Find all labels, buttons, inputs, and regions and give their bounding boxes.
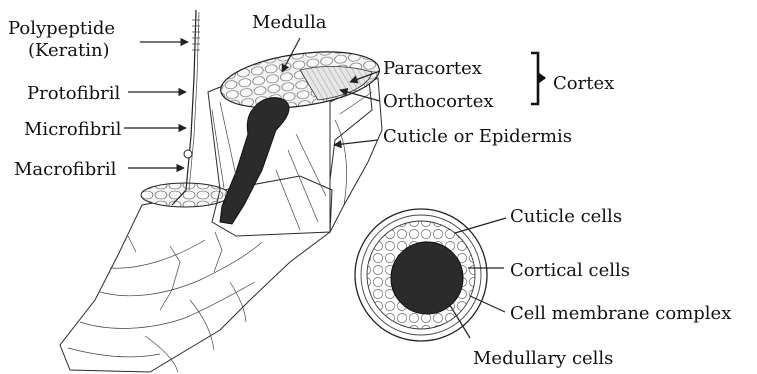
label-macrofibril: Macrofibril <box>14 159 117 180</box>
label-cortex: Cortex <box>553 73 614 94</box>
hair-fiber-drawing <box>60 10 383 372</box>
label-medullary-cells: Medullary cells <box>473 348 613 369</box>
label-cortical-cells: Cortical cells <box>510 260 630 281</box>
label-protofibril: Protofibril <box>27 83 121 104</box>
medulla-disc <box>391 242 463 314</box>
label-medulla: Medulla <box>252 12 327 33</box>
label-keratin: (Keratin) <box>28 40 110 61</box>
medulla-core <box>220 98 289 224</box>
fibril-strand <box>172 10 196 205</box>
cuticle-band <box>330 78 382 232</box>
label-cell-membrane-complex: Cell membrane complex <box>510 303 731 324</box>
label-polypeptide: Polypeptide <box>8 18 115 39</box>
label-orthocortex: Orthocortex <box>383 91 494 112</box>
label-cuticle-cells: Cuticle cells <box>510 206 622 227</box>
macrofibril-node <box>184 150 192 158</box>
label-cuticle-epidermis: Cuticle or Epidermis <box>383 126 572 147</box>
label-microfibril: Microfibril <box>24 119 122 140</box>
lower-section-disc <box>141 183 229 207</box>
cortex-bracket-point <box>538 72 546 84</box>
label-paracortex: Paracortex <box>383 58 482 79</box>
